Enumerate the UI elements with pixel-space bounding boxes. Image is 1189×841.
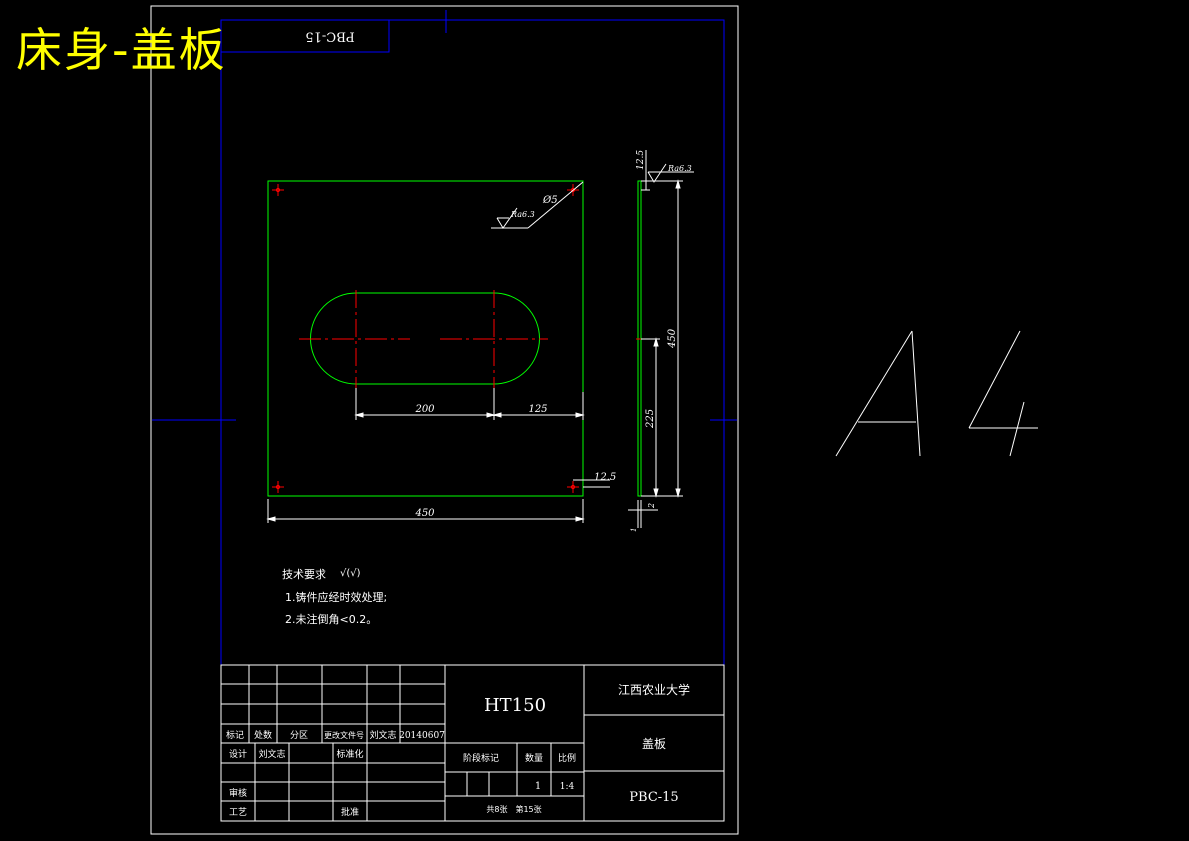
tech-req-item-2: 2.未注倒角<0.2。 bbox=[285, 612, 377, 626]
dim-12_5-label: 12.5 bbox=[594, 472, 616, 483]
side-dims bbox=[628, 150, 694, 528]
tb-mark-c5: 刘文志 bbox=[369, 729, 396, 741]
mirrored-code: PBC-15 bbox=[305, 29, 354, 44]
dim-slot bbox=[354, 388, 585, 420]
sheet-size-label: A4 bbox=[1120, 834, 1122, 837]
tb-sheets: 共8张 第15张 bbox=[486, 804, 541, 814]
dim-125-label: 125 bbox=[528, 404, 547, 415]
title-block bbox=[220, 664, 725, 822]
corner-hole-br bbox=[567, 481, 579, 493]
side-roughness-label: Ra6.3 bbox=[667, 164, 692, 173]
tb-design-c1: 设计 bbox=[229, 748, 247, 760]
corner-hole-bl bbox=[272, 481, 284, 493]
dim-edge-offset bbox=[573, 479, 610, 488]
dim-200-label: 200 bbox=[414, 404, 435, 415]
plate-outline bbox=[267, 180, 584, 497]
tech-req-item-1: 1.铸件应经时效处理; bbox=[285, 590, 387, 604]
tb-design-c2: 刘文志 bbox=[258, 748, 285, 760]
front-view: 200 125 450 12.5 Ø5 Ra6.3 bbox=[266, 180, 616, 523]
tb-review: 审核 bbox=[229, 787, 247, 799]
front-roughness-label: Ra6.3 bbox=[510, 210, 535, 219]
tb-approve: 批准 bbox=[341, 806, 359, 818]
tech-req-symbol: √(√) bbox=[340, 568, 361, 579]
side-225-label: 225 bbox=[645, 409, 656, 429]
side-view: 12.5 450 225 2 1 Ra6.3 bbox=[628, 150, 694, 532]
sheet-outer-frame bbox=[150, 5, 739, 835]
tb-scale: 1:4 bbox=[560, 782, 575, 792]
dim-450-label: 450 bbox=[414, 508, 435, 519]
tech-req-heading: 技术要求 bbox=[282, 568, 326, 581]
tb-mark-c2: 处数 bbox=[254, 729, 272, 741]
tb-quantity: 1 bbox=[535, 781, 541, 792]
tb-material: HT150 bbox=[484, 695, 546, 716]
hole-diameter-label: Ø5 bbox=[542, 195, 558, 206]
tb-drawing-no: PBC-15 bbox=[629, 790, 678, 805]
code-box bbox=[221, 20, 390, 53]
tb-quantity-label: 数量 bbox=[525, 752, 543, 764]
tb-part-name: 盖板 bbox=[642, 737, 666, 751]
tb-mark-c1: 标记 bbox=[226, 729, 244, 741]
sheet-size-mark bbox=[835, 330, 1038, 457]
tb-mark-c4: 更改文件号 bbox=[324, 730, 364, 740]
dim-width bbox=[266, 499, 585, 523]
tb-design-c3: 标准化 bbox=[336, 748, 363, 760]
tb-process: 工艺 bbox=[229, 807, 247, 818]
drawing-title: 床身-盖板 bbox=[16, 23, 227, 77]
tb-mark-c3: 分区 bbox=[290, 730, 308, 741]
side-450-label: 450 bbox=[667, 328, 678, 349]
side-12_5-label: 12.5 bbox=[636, 150, 646, 170]
hole-leader bbox=[491, 181, 584, 229]
tb-university: 江西农业大学 bbox=[618, 682, 690, 697]
side-thickness-label: 2 bbox=[647, 503, 656, 509]
tb-scale-label: 比例 bbox=[558, 752, 576, 764]
corner-hole-tl bbox=[272, 184, 284, 196]
side-thickness-small: 1 bbox=[630, 528, 638, 532]
tb-stage-label: 阶段标记 bbox=[463, 752, 499, 764]
tb-mark-c6: 20140607 bbox=[399, 731, 445, 741]
